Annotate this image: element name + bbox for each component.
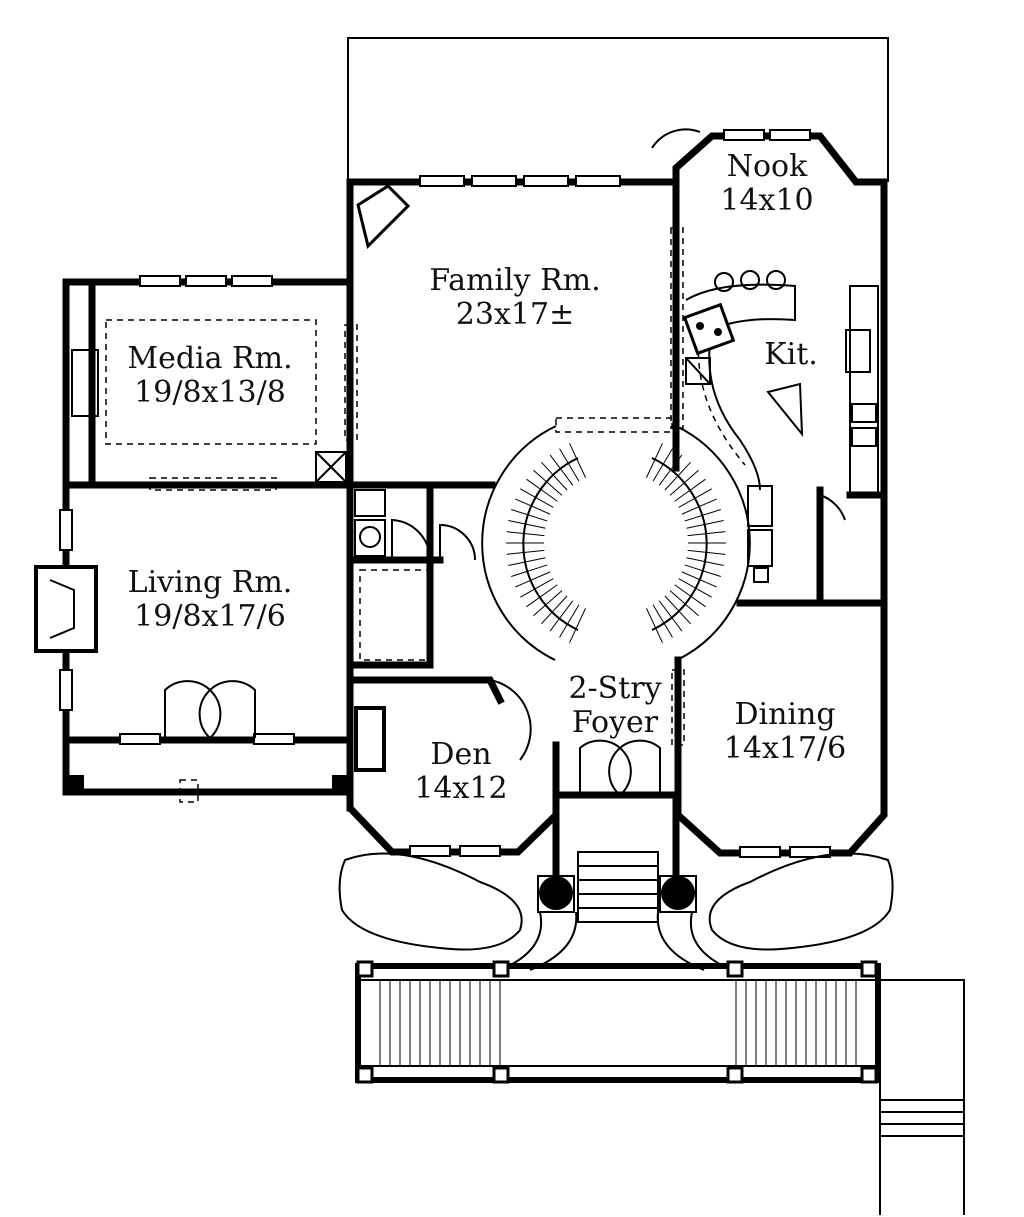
stair-tread xyxy=(533,469,563,496)
stair-tread xyxy=(645,443,663,478)
stair-tread xyxy=(569,443,587,478)
stair-tread xyxy=(669,590,699,617)
den-size: 14x12 xyxy=(414,771,508,806)
media-room-label: Media Rm. 19/8x13/8 xyxy=(110,342,310,410)
nook-name: Nook xyxy=(726,149,808,184)
stair-tread xyxy=(684,564,721,577)
den-name: Den xyxy=(430,737,492,772)
stair-tread xyxy=(687,531,726,537)
stair-tread xyxy=(506,531,545,537)
media-room-size: 19/8x13/8 xyxy=(134,375,286,410)
fireplaces xyxy=(34,184,411,772)
stair-tread xyxy=(526,478,558,502)
stair-tread xyxy=(540,595,568,625)
stair-tread xyxy=(686,557,724,567)
stair-tread xyxy=(549,600,574,632)
stair-tread xyxy=(520,578,554,598)
stair-tread xyxy=(664,595,692,625)
staircase xyxy=(481,425,751,661)
stair-tread xyxy=(678,578,712,598)
stair-tread xyxy=(515,498,551,515)
stair-tread xyxy=(664,461,692,491)
walls xyxy=(62,132,888,909)
stair-tread xyxy=(687,549,726,555)
stair-tread xyxy=(658,454,683,486)
stair-tread xyxy=(669,469,699,496)
stair-tread xyxy=(684,509,721,522)
stair-tread xyxy=(658,600,683,632)
stair-tread xyxy=(508,519,546,529)
living-room-label: Living Rm. 19/8x17/6 xyxy=(100,566,320,634)
family-room-label: Family Rm. 23x17± xyxy=(410,264,620,332)
stair-tread xyxy=(652,448,673,482)
front-porch xyxy=(338,851,965,1215)
dining-name: Dining xyxy=(734,697,836,732)
stair-tread xyxy=(681,498,717,515)
stair-tread xyxy=(674,584,706,608)
stair-tread xyxy=(686,519,724,529)
stair-tread xyxy=(549,454,574,486)
media-room-name: Media Rm. xyxy=(127,341,293,376)
windows xyxy=(59,129,831,858)
stair-tread xyxy=(540,461,568,491)
stair-tread xyxy=(678,488,712,508)
stair-tread xyxy=(559,604,580,638)
media-room-screen xyxy=(71,319,347,483)
family-room-size: 23x17± xyxy=(455,297,575,332)
living-room-size: 19/8x17/6 xyxy=(134,599,286,634)
stair-tread xyxy=(559,448,580,482)
stair-tread xyxy=(511,564,548,577)
stair-tread xyxy=(520,488,554,508)
stair-tread xyxy=(674,478,706,502)
doors xyxy=(164,128,846,796)
stair-tread xyxy=(526,584,558,608)
stair-tread xyxy=(652,604,673,638)
stair-tread xyxy=(511,509,548,522)
nook-label: Nook 14x10 xyxy=(702,150,832,218)
stair-tread xyxy=(508,557,546,567)
nook-size: 14x10 xyxy=(720,183,814,218)
stair-tread xyxy=(506,549,545,555)
stair-tread xyxy=(515,571,551,588)
dining-label: Dining 14x17/6 xyxy=(700,698,870,766)
family-room-name: Family Rm. xyxy=(429,263,601,298)
stair-tread xyxy=(569,608,587,643)
openings xyxy=(149,227,685,803)
stair-tread xyxy=(645,608,663,643)
dining-size: 14x17/6 xyxy=(723,731,847,766)
foyer-line2: Foyer xyxy=(571,705,659,740)
living-room-name: Living Rm. xyxy=(127,565,293,600)
posts xyxy=(66,775,350,793)
stair-tread xyxy=(533,590,563,617)
rear-patio xyxy=(347,37,889,182)
kitchen-fixtures xyxy=(682,270,879,583)
kitchen-name: Kit. xyxy=(764,337,818,372)
kitchen-label: Kit. xyxy=(746,338,836,372)
stair-tread xyxy=(681,571,717,588)
foyer-label: 2-Stry Foyer xyxy=(550,672,680,740)
bath-fixtures xyxy=(354,489,386,557)
foyer-line1: 2-Stry xyxy=(568,671,662,706)
den-label: Den 14x12 xyxy=(396,738,526,806)
